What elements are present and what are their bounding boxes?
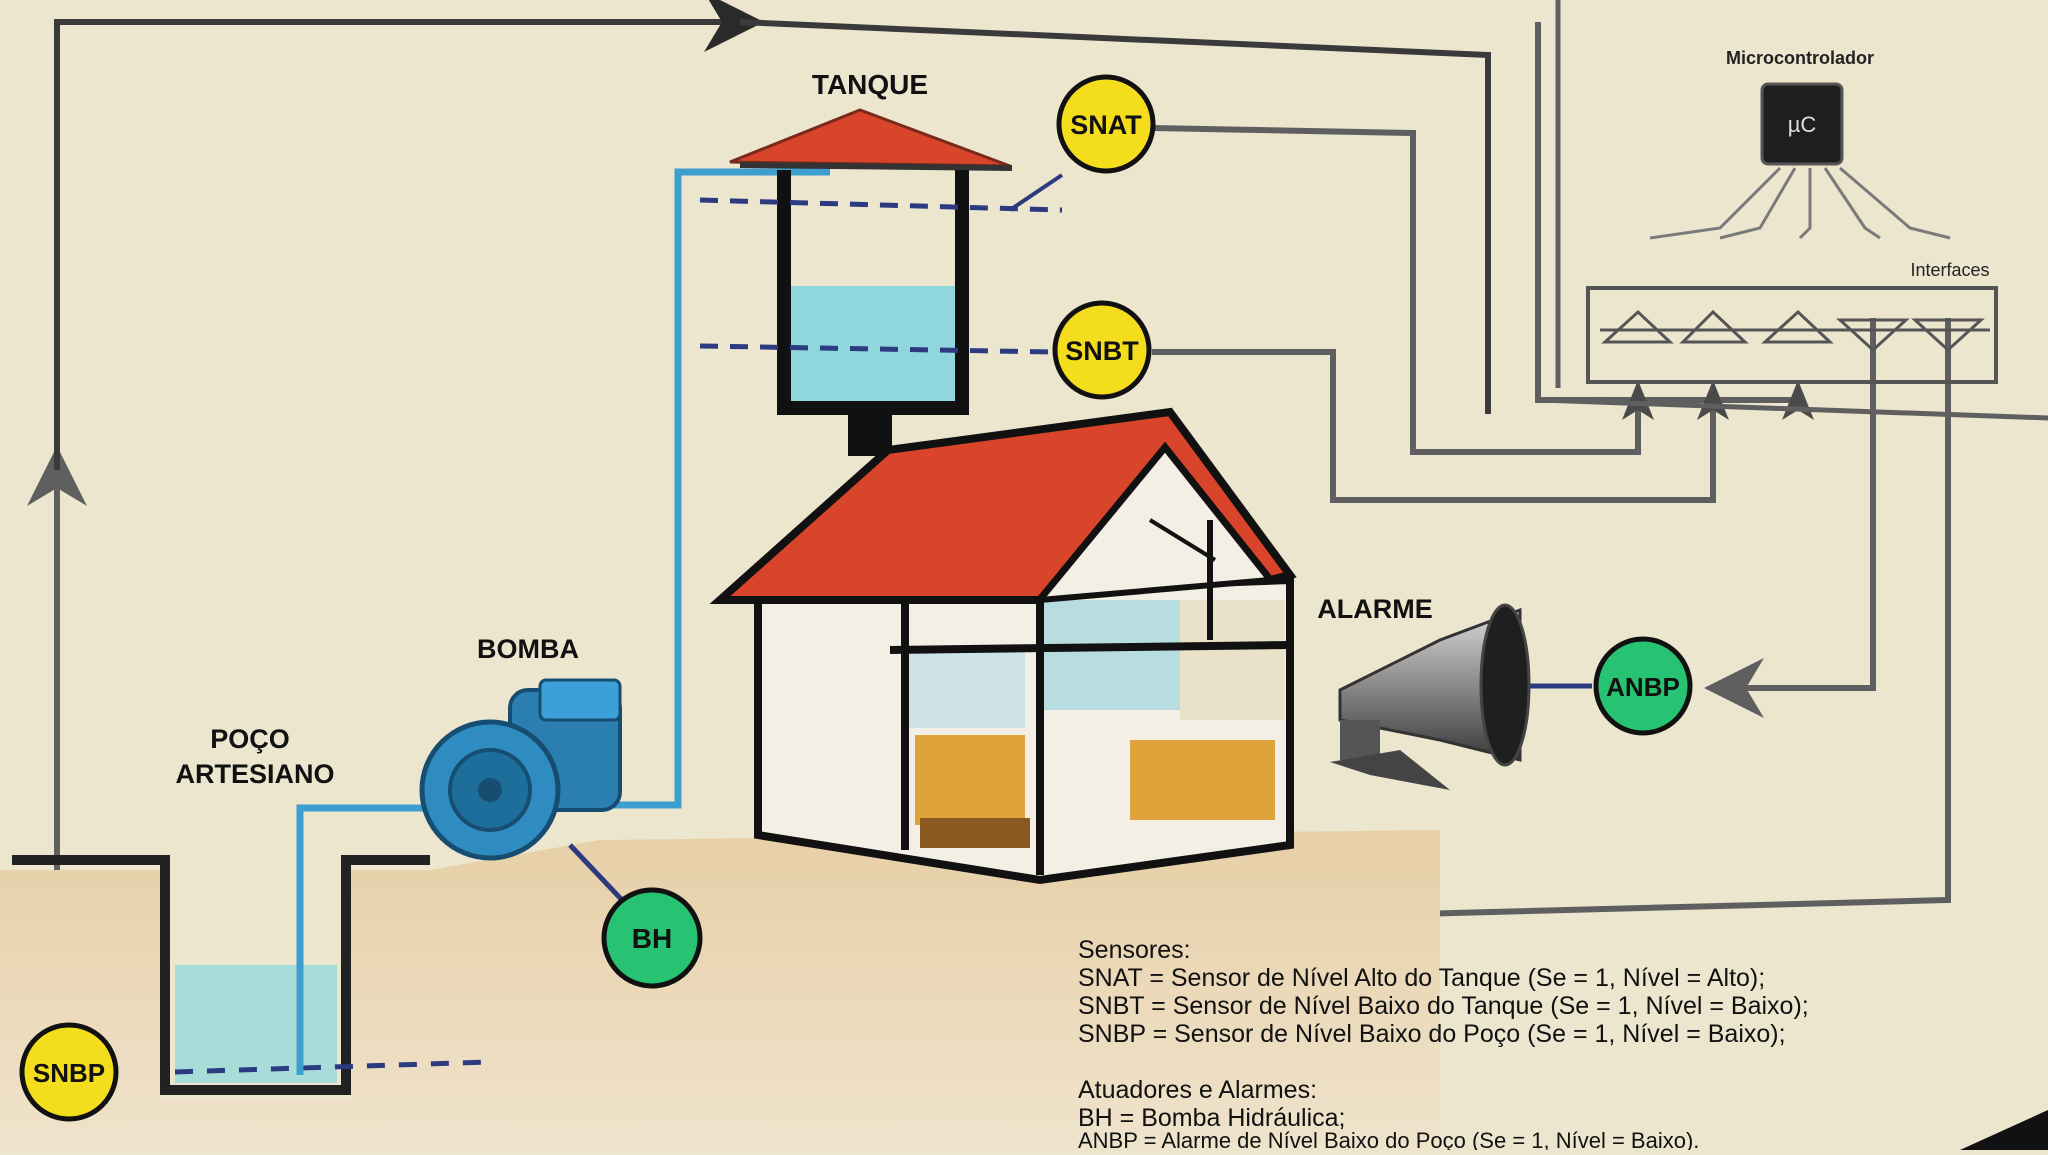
snbt-sensor: SNBT	[1052, 300, 1152, 400]
alarme-label: ALARME	[1317, 594, 1433, 624]
buffer-icon	[1761, 309, 1834, 344]
legend: Sensores: SNAT = Sensor de Nível Alto do…	[1078, 936, 1809, 1153]
snat-sensor: SNAT	[1056, 74, 1156, 174]
snat-level-line	[699, 197, 1063, 213]
microcontroller-panel: Microcontrolador µC Interfaces	[1539, 0, 2048, 421]
legend-bh: BH = Bomba Hidráulica;	[1078, 1104, 1345, 1132]
legend-atuadores-title: Atuadores e Alarmes:	[1078, 1076, 1317, 1104]
buffer-icon	[1601, 309, 1674, 344]
snbp-sensor: SNBP	[19, 1022, 119, 1122]
snbp-label: SNBP	[33, 1058, 105, 1088]
tank: TANQUE	[699, 69, 1064, 456]
chip-label: µC	[1788, 112, 1817, 137]
bh-label: BH	[632, 923, 672, 954]
monitor-bezel	[1960, 1110, 2048, 1150]
legend-sensores-title: Sensores:	[1078, 936, 1191, 964]
microcontroller-label: Microcontrolador	[1726, 48, 1874, 68]
snat-label: SNAT	[1070, 110, 1142, 140]
buffer-icon	[1679, 309, 1749, 344]
legend-snbp: SNBP = Sensor de Nível Baixo do Poço (Se…	[1078, 1020, 1786, 1048]
alarm-horn-icon: ALARME	[1317, 594, 1592, 790]
snat-wire	[1151, 125, 1641, 455]
bh-actuator: BH	[601, 887, 703, 989]
poco-label-line2: ARTESIANO	[175, 759, 334, 789]
snbt-label: SNBT	[1065, 336, 1139, 366]
ground	[0, 830, 1440, 1150]
tanque-label: TANQUE	[812, 69, 928, 100]
chip-icon	[1760, 82, 1844, 166]
anbp-wire	[1704, 318, 1876, 718]
water-pipes	[296, 168, 830, 1075]
anbp-label: ANBP	[1606, 672, 1680, 702]
house	[709, 407, 1297, 885]
snbt-wire	[1152, 349, 1716, 503]
buffer-icon	[1836, 318, 1910, 353]
legend-anbp: ANBP = Alarme de Nível Baixo do Poço (Se…	[1078, 1128, 1699, 1150]
interfaces-box	[1586, 286, 1998, 384]
snbp-level-line	[174, 1059, 491, 1075]
legend-snbt: SNBT = Sensor de Nível Baixo do Tanque (…	[1078, 992, 1809, 1020]
legend-snat: SNAT = Sensor de Nível Alto do Tanque (S…	[1078, 964, 1765, 992]
buffer-icon	[1911, 318, 1985, 353]
interfaces-label: Interfaces	[1910, 260, 1989, 280]
bomba-label: BOMBA	[477, 634, 579, 664]
artesian-well	[12, 855, 491, 1095]
anbp-alarm: ANBP	[1593, 636, 1693, 736]
top-return-wire	[54, 0, 764, 470]
pump-icon: BOMBA	[419, 634, 624, 902]
top-wire-to-frame	[739, 19, 1491, 414]
poco-label-line1: POÇO	[210, 724, 290, 754]
